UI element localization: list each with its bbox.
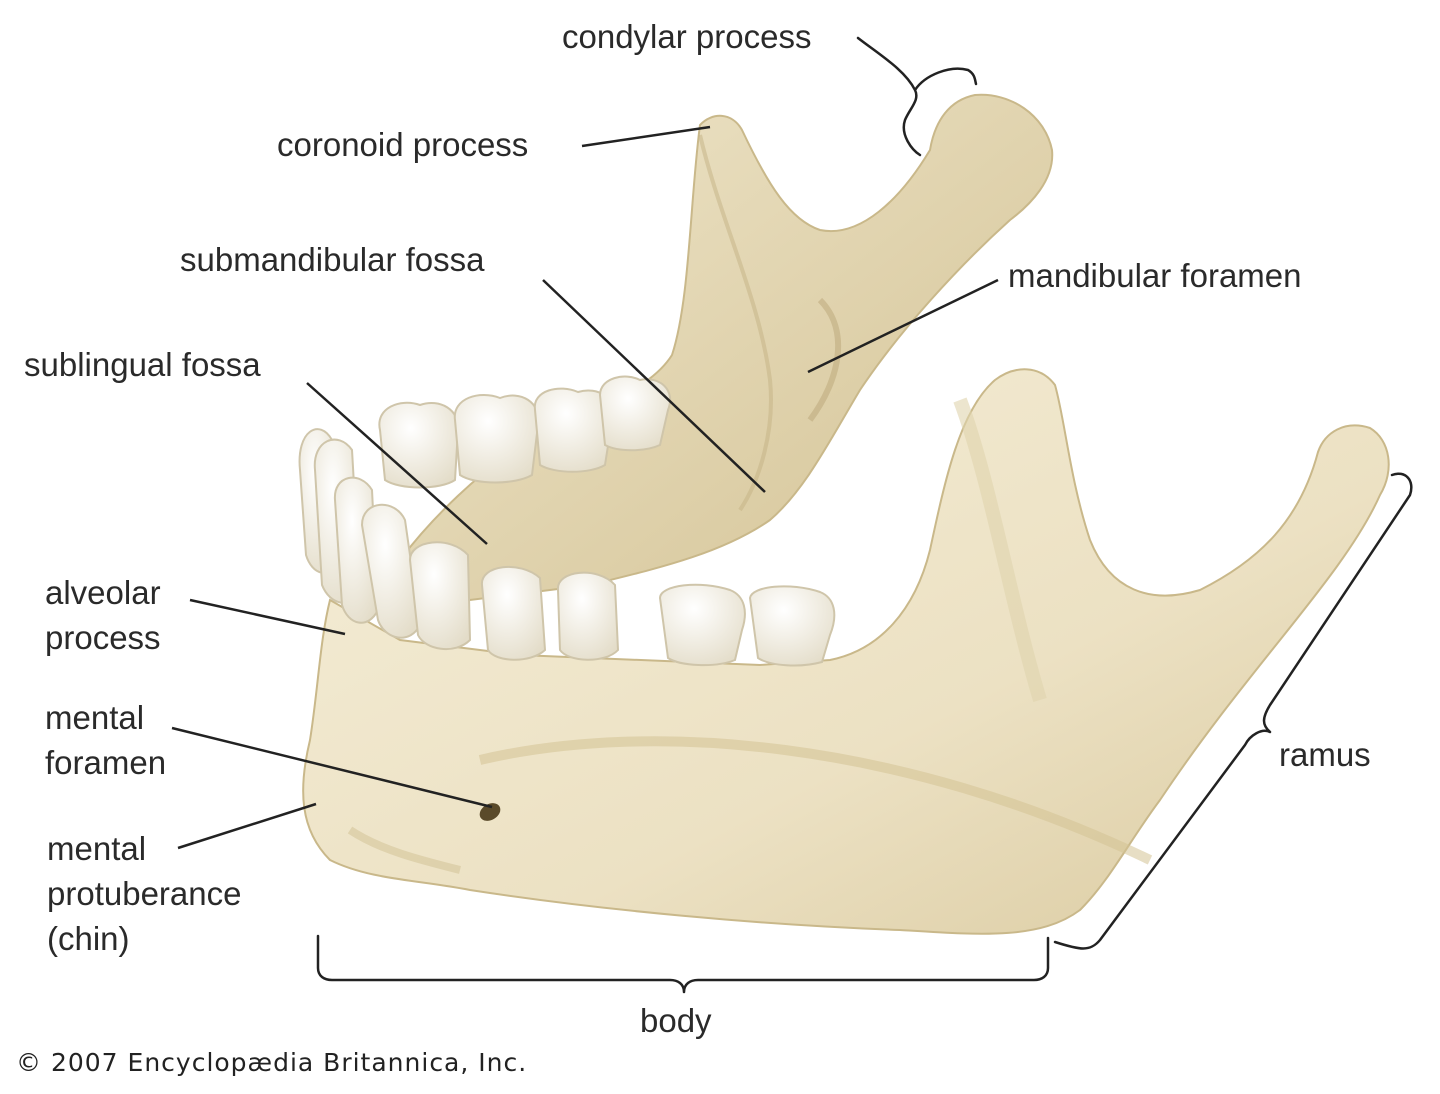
mental-protuberance-line-3: (chin) [47, 920, 130, 957]
alveolar-process-line-2: process [45, 619, 161, 656]
sublingual-fossa-label: sublingual fossa [24, 346, 261, 383]
leader-coronoid-process [581, 125, 711, 148]
mandibular-foramen-label: mandibular foramen [1008, 257, 1302, 294]
condylar-process-brace [856, 36, 978, 157]
mental-foramen-hole [479, 803, 501, 821]
ramus-label: ramus [1279, 736, 1371, 773]
leader-mandibular-foramen [807, 278, 999, 374]
copyright-credit: © 2007 Encyclopædia Britannica, Inc. [16, 1048, 528, 1077]
mental-foramen-line-1: mental [45, 699, 145, 736]
mental-protuberance-label: mental protuberance (chin) [47, 826, 241, 961]
mental-foramen-line-2: foramen [45, 744, 167, 781]
leader-sublingual-fossa [306, 382, 488, 545]
near-teeth [298, 428, 836, 667]
body-brace [316, 934, 1050, 994]
body-label: body [640, 1002, 712, 1039]
condylar-process-label: condylar process [562, 18, 812, 55]
leader-mental-protuberance [177, 802, 317, 850]
mental-protuberance-line-2: protuberance [47, 875, 242, 912]
mental-foramen-label: mental foramen [45, 695, 166, 785]
leader-lines [171, 125, 999, 850]
leader-submandibular-fossa [542, 279, 766, 493]
coronoid-process-label: coronoid process [277, 126, 529, 163]
leader-alveolar-process [189, 598, 346, 636]
mandible-near-side [298, 368, 1390, 935]
leader-mental-foramen [171, 726, 493, 809]
alveolar-process-label: alveolar process [45, 570, 161, 660]
submandibular-fossa-label: submandibular fossa [180, 241, 485, 278]
braces [316, 36, 1413, 994]
alveolar-process-line-1: alveolar [45, 574, 161, 611]
mental-protuberance-line-1: mental [47, 830, 147, 867]
ramus-brace [1053, 472, 1413, 950]
